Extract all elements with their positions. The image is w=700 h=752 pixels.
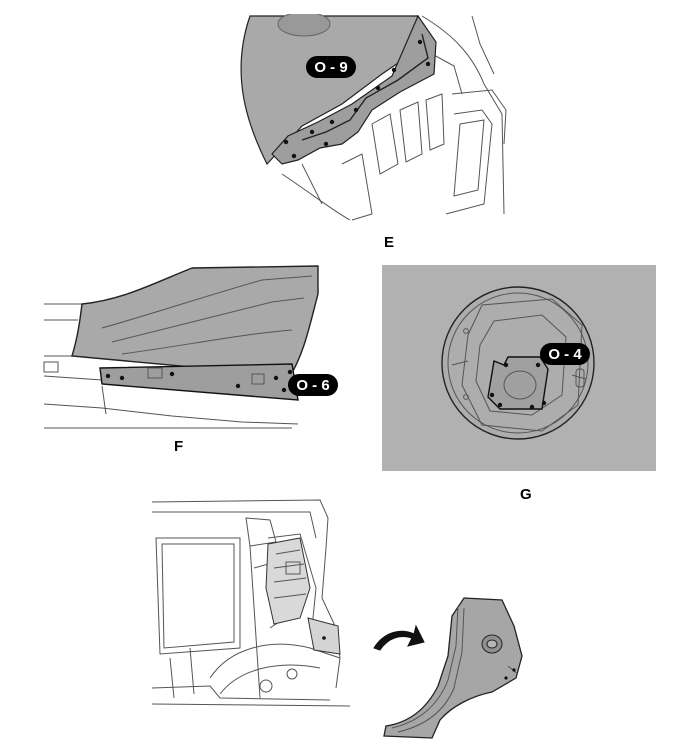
callout-o-4-label: O - 4	[548, 346, 582, 363]
e-reinforcement-strip	[271, 14, 437, 165]
body-side-reinforcements	[259, 537, 341, 693]
replacement-arrow-icon	[373, 624, 425, 651]
caption-f: F	[174, 438, 184, 455]
g-spot-welds	[489, 362, 547, 410]
callout-o-6-label: O - 6	[296, 377, 329, 394]
body-side-structure-illustration	[151, 499, 351, 707]
f-reinforcement-strip	[99, 363, 299, 401]
e-fuel-door-hint	[277, 14, 331, 37]
body-side-frame	[151, 499, 351, 707]
g-mount-bracket	[487, 356, 549, 410]
replacement-quarter-panel-illustration	[383, 597, 523, 739]
detail-f-illustration	[43, 265, 322, 429]
f-spot-welds	[105, 369, 293, 393]
detail-e-illustration: O - 9	[240, 14, 507, 221]
detail-g-illustration: O - 4	[382, 265, 656, 471]
callout-o-9-label: O - 9	[314, 59, 347, 76]
caption-e: E	[384, 234, 395, 251]
e-background-structure	[281, 15, 507, 221]
replacement-panel-details	[391, 605, 519, 733]
caption-g: G	[520, 486, 532, 503]
e-spot-welds	[283, 39, 431, 159]
g-inner-structure	[451, 298, 587, 432]
callout-o-9: O - 9	[306, 56, 356, 78]
callout-o-6-badge: O - 6	[288, 374, 338, 396]
e-quarter-panel	[240, 15, 433, 166]
replacement-panel-body	[383, 597, 523, 739]
callout-o-4: O - 4	[540, 343, 590, 365]
